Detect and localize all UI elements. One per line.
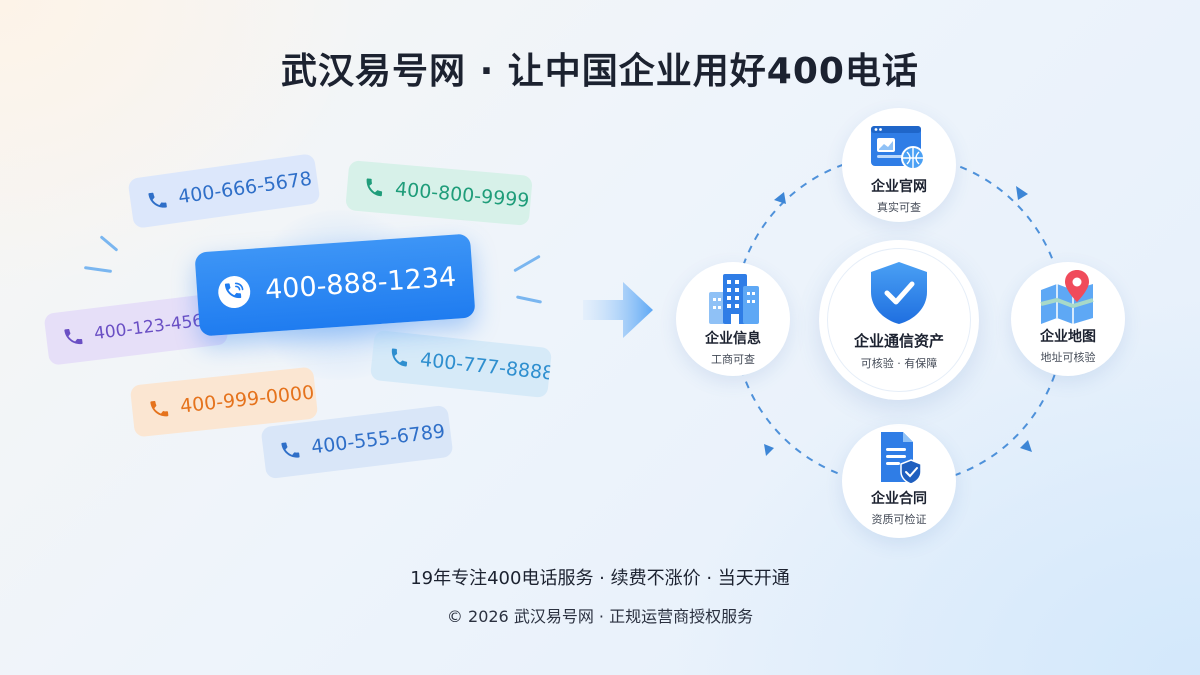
- phone-card-400-666-5678: 400-666-5678: [127, 153, 321, 229]
- phone-icon: [391, 348, 408, 367]
- page-title: 武汉易号网 · 让中国企业用好400电话: [281, 51, 919, 92]
- node-title: 企业合同: [871, 491, 927, 507]
- phone-card-400-555-6789: 400-555-6789: [260, 404, 454, 480]
- phone-number: 400-777-8888: [419, 348, 553, 385]
- motion-line: [99, 235, 119, 252]
- node-enterprise-contract: 企业合同 资质可检证: [842, 424, 956, 538]
- phone-icon: [150, 401, 169, 417]
- right-arrow-icon: [583, 282, 653, 338]
- phone-number: 400-800-9999: [394, 178, 531, 212]
- phone-card-400-777-8888: 400-777-8888: [369, 329, 553, 399]
- contract-document-icon: [881, 432, 922, 485]
- copyright: © 2026 武汉易号网 · 正规运营商授权服务: [446, 607, 754, 626]
- website-icon: [871, 126, 925, 170]
- node-title: 企业官网: [871, 179, 927, 195]
- main-phone-number: 400-888-1234: [264, 261, 458, 306]
- center-subtitle: 可核验 · 有保障: [860, 357, 938, 370]
- phone-card-main: 400-888-1234: [194, 233, 476, 337]
- phone-icon: [281, 442, 300, 458]
- node-communication-assets: 企业通信资产 可核验 · 有保障: [819, 240, 979, 400]
- phone-ringing-icon: [218, 276, 251, 309]
- motion-line: [515, 295, 543, 304]
- tagline: 19年专注400电话服务 · 续费不涨价 · 当天开通: [410, 568, 790, 589]
- phone-icon: [64, 328, 83, 345]
- phone-number: 400-666-5678: [176, 167, 314, 209]
- phone-icon: [366, 178, 383, 197]
- node-subtitle: 工商可查: [711, 353, 755, 366]
- phone-card-400-800-9999: 400-800-9999: [345, 160, 533, 226]
- phone-icon: [148, 192, 167, 208]
- center-ring: [827, 248, 971, 392]
- phone-number: 400-555-6789: [310, 420, 447, 459]
- node-title: 企业信息: [705, 331, 761, 347]
- center-title: 企业通信资产: [853, 332, 944, 350]
- node-subtitle: 地址可核验: [1040, 351, 1096, 364]
- phone-card-400-999-0000: 400-999-0000: [129, 366, 319, 438]
- node-enterprise-website: 企业官网 真实可查: [842, 108, 956, 222]
- building-icon: [709, 274, 759, 324]
- map-pin-icon: [1040, 270, 1094, 324]
- motion-line: [83, 266, 113, 273]
- node-subtitle: 资质可检证: [871, 513, 927, 526]
- node-subtitle: 真实可查: [877, 201, 921, 214]
- phone-number: 400-999-0000: [179, 381, 316, 418]
- node-enterprise-map: 企业地图 地址可核验: [1011, 262, 1125, 376]
- motion-line: [513, 254, 541, 273]
- node-enterprise-info: 企业信息 工商可查: [676, 262, 790, 376]
- shield-check-icon: [871, 262, 927, 324]
- phone-number: 400-123-4567: [93, 309, 216, 345]
- node-title: 企业地图: [1040, 329, 1096, 345]
- phone-card-400-123-4567: 400-123-4567: [43, 292, 229, 366]
